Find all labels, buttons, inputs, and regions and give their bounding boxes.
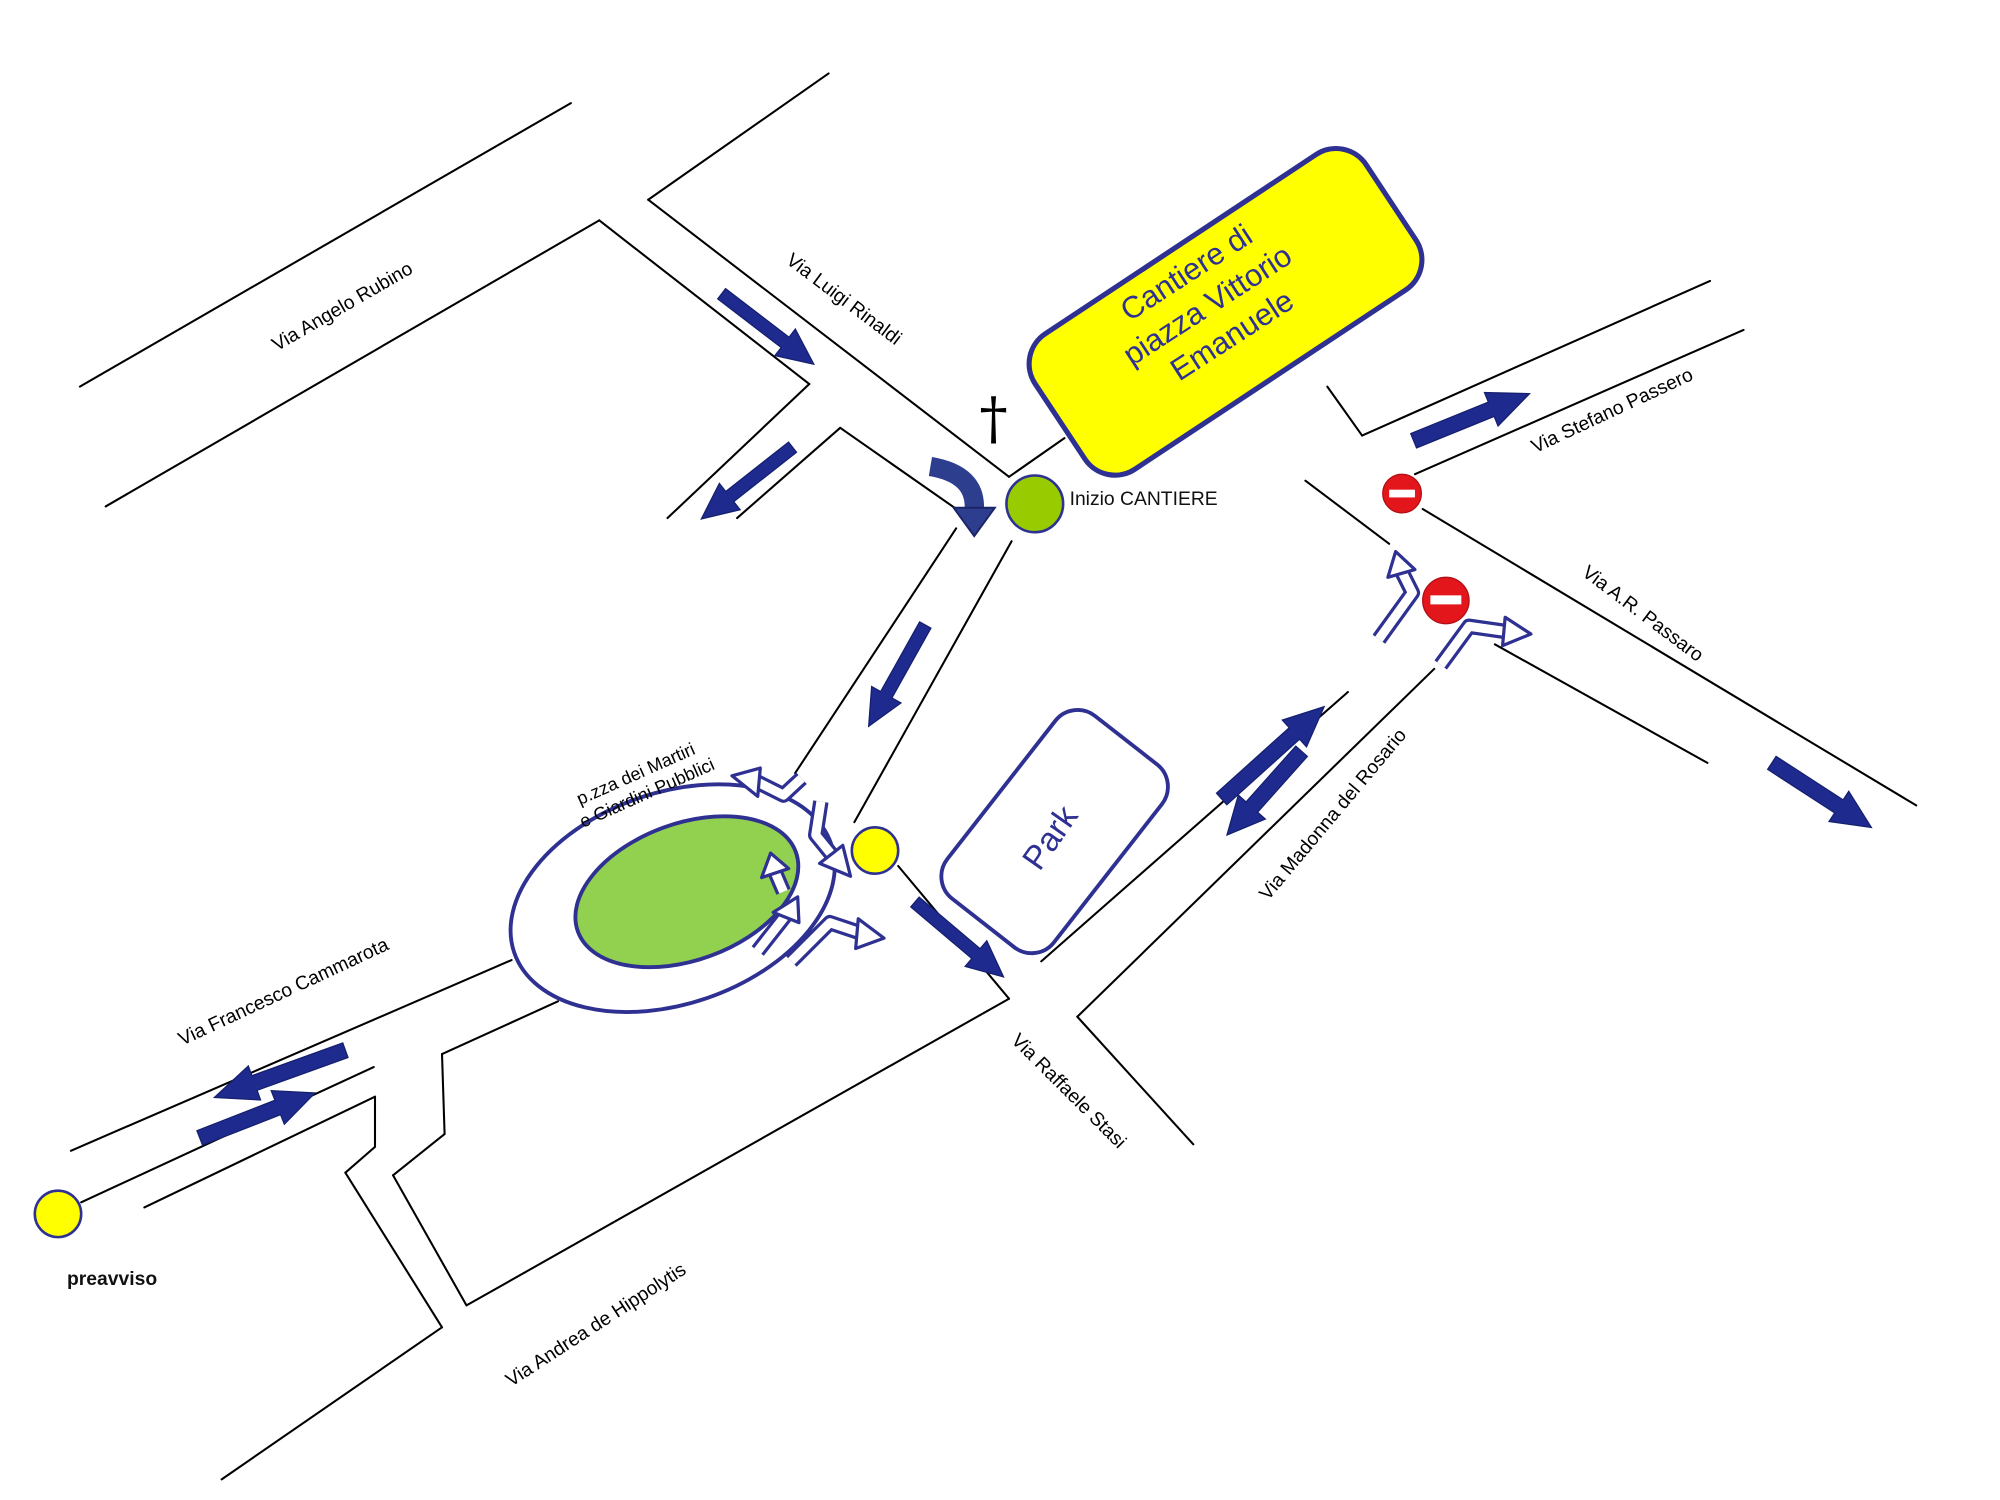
advance-warning-label: preavviso	[67, 1269, 157, 1290]
no-entry-sign-icon	[1422, 576, 1470, 625]
detour-arrow-icon	[730, 766, 807, 803]
street-edge-line	[344, 1171, 444, 1329]
street-edge-line	[440, 1000, 560, 1056]
street-edge-line	[344, 1145, 377, 1174]
turn-arrow-icon	[928, 456, 997, 538]
parking-box	[939, 708, 1170, 956]
detour-arrow-head	[759, 851, 791, 880]
street-edge-line	[736, 426, 842, 520]
street-label-luigi-rinaldi: Via Luigi Rinaldi	[782, 250, 905, 350]
street-label-angelo-rubino: Via Angelo Rubino	[269, 258, 417, 355]
detour-arrow-icon	[785, 914, 886, 967]
street-edge-line	[78, 102, 572, 388]
street-edge-line	[1361, 279, 1712, 437]
street-edge-line	[666, 382, 811, 520]
street-label-raffaele-stasi: Via Raffaele Stasi	[1007, 1030, 1130, 1153]
detour-arrow-head	[854, 917, 886, 951]
direction-arrow-icon	[1409, 391, 1531, 449]
detour-arrow-shaft	[1437, 621, 1506, 668]
street-edge-line	[1007, 437, 1066, 478]
street-edge-line	[104, 219, 601, 508]
turn-arrow-head	[951, 506, 997, 538]
street-edge-line	[794, 527, 958, 775]
detour-arrow-shaft	[755, 775, 805, 800]
detour-arrow-icon	[759, 851, 791, 895]
detour-arrow-shaft	[788, 918, 863, 965]
construction-site-box	[1026, 145, 1425, 478]
turn-arrow-shaft	[928, 456, 984, 511]
detour-arrows	[730, 549, 1533, 967]
street-label-andrea-de-hippolytis: Via Andrea de Hippolytis	[502, 1259, 690, 1391]
detour-arrow-shaft	[771, 871, 788, 894]
direction-arrow-icon	[716, 287, 816, 366]
detour-arrow-shaft	[754, 912, 790, 954]
traffic-direction-arrows	[196, 287, 1873, 1146]
cross-icon: †	[979, 386, 1007, 452]
street-edge-line	[440, 1053, 446, 1136]
detour-arrow-icon	[751, 895, 801, 956]
direction-arrow-icon	[1215, 705, 1326, 806]
street-edge-line	[220, 1326, 444, 1481]
construction-start-label: Inizio CANTIERE	[1070, 489, 1218, 510]
direction-arrow-icon	[867, 620, 932, 728]
detour-arrow-shaft	[1375, 570, 1417, 642]
direction-arrow-icon	[909, 896, 1005, 978]
direction-arrow-icon	[1225, 745, 1309, 837]
street-edge-line	[1076, 1015, 1195, 1146]
street-edge-line	[1326, 385, 1364, 437]
direction-arrow-icon	[196, 1089, 317, 1146]
no-entry-sign-bar	[1430, 595, 1462, 605]
no-entry-sign-icon	[1382, 473, 1423, 514]
street-edge-line	[143, 1095, 377, 1209]
direction-arrow-icon	[1766, 755, 1873, 829]
street-edge-line	[1304, 479, 1391, 545]
detour-arrow-shaft	[811, 800, 836, 859]
street-edge-line	[647, 72, 830, 201]
street-edge-line	[1421, 507, 1918, 807]
street-edge-line	[598, 219, 811, 386]
street-edge-line	[839, 426, 962, 513]
advance-warning-marker	[33, 1189, 83, 1239]
detour-arrow-head	[1500, 615, 1533, 648]
street-edge-line	[465, 997, 1011, 1307]
street-network	[69, 72, 1918, 1481]
street-label-stefano-passero: Via Stefano Passero	[1528, 365, 1696, 458]
parking-area: Park	[939, 708, 1170, 956]
detour-arrow-head	[1386, 549, 1417, 579]
direction-arrow-icon	[212, 1042, 349, 1101]
public-gardens-area	[573, 814, 801, 970]
detour-arrow-head	[771, 895, 801, 925]
street-edge-line	[1076, 667, 1436, 1018]
construction-start-marker	[1005, 474, 1065, 534]
construction-site: Cantiere di piazza Vittorio Emanuele	[1026, 145, 1425, 478]
detour-arrow-icon	[807, 800, 853, 878]
roundabout	[508, 782, 837, 1014]
street-edge-line	[392, 1132, 446, 1177]
street-edge-line	[69, 959, 513, 1152]
street-label-francesco-cammarota: Via Francesco Cammarota	[175, 934, 392, 1050]
no-entry-sign-bar	[1389, 489, 1415, 498]
street-edge-line	[647, 198, 1011, 478]
roundabout-signal-marker	[850, 826, 900, 876]
detour-arrow-icon	[1434, 615, 1533, 670]
street-edge-line	[1413, 328, 1745, 476]
street-edge-line	[853, 540, 1013, 824]
detour-arrow-head	[817, 843, 853, 878]
detour-arrow-icon	[1372, 549, 1421, 644]
street-edge-line	[392, 1174, 468, 1307]
detour-arrow-head	[730, 766, 762, 799]
direction-arrow-icon	[700, 441, 798, 520]
street-edge-line	[1493, 643, 1709, 764]
